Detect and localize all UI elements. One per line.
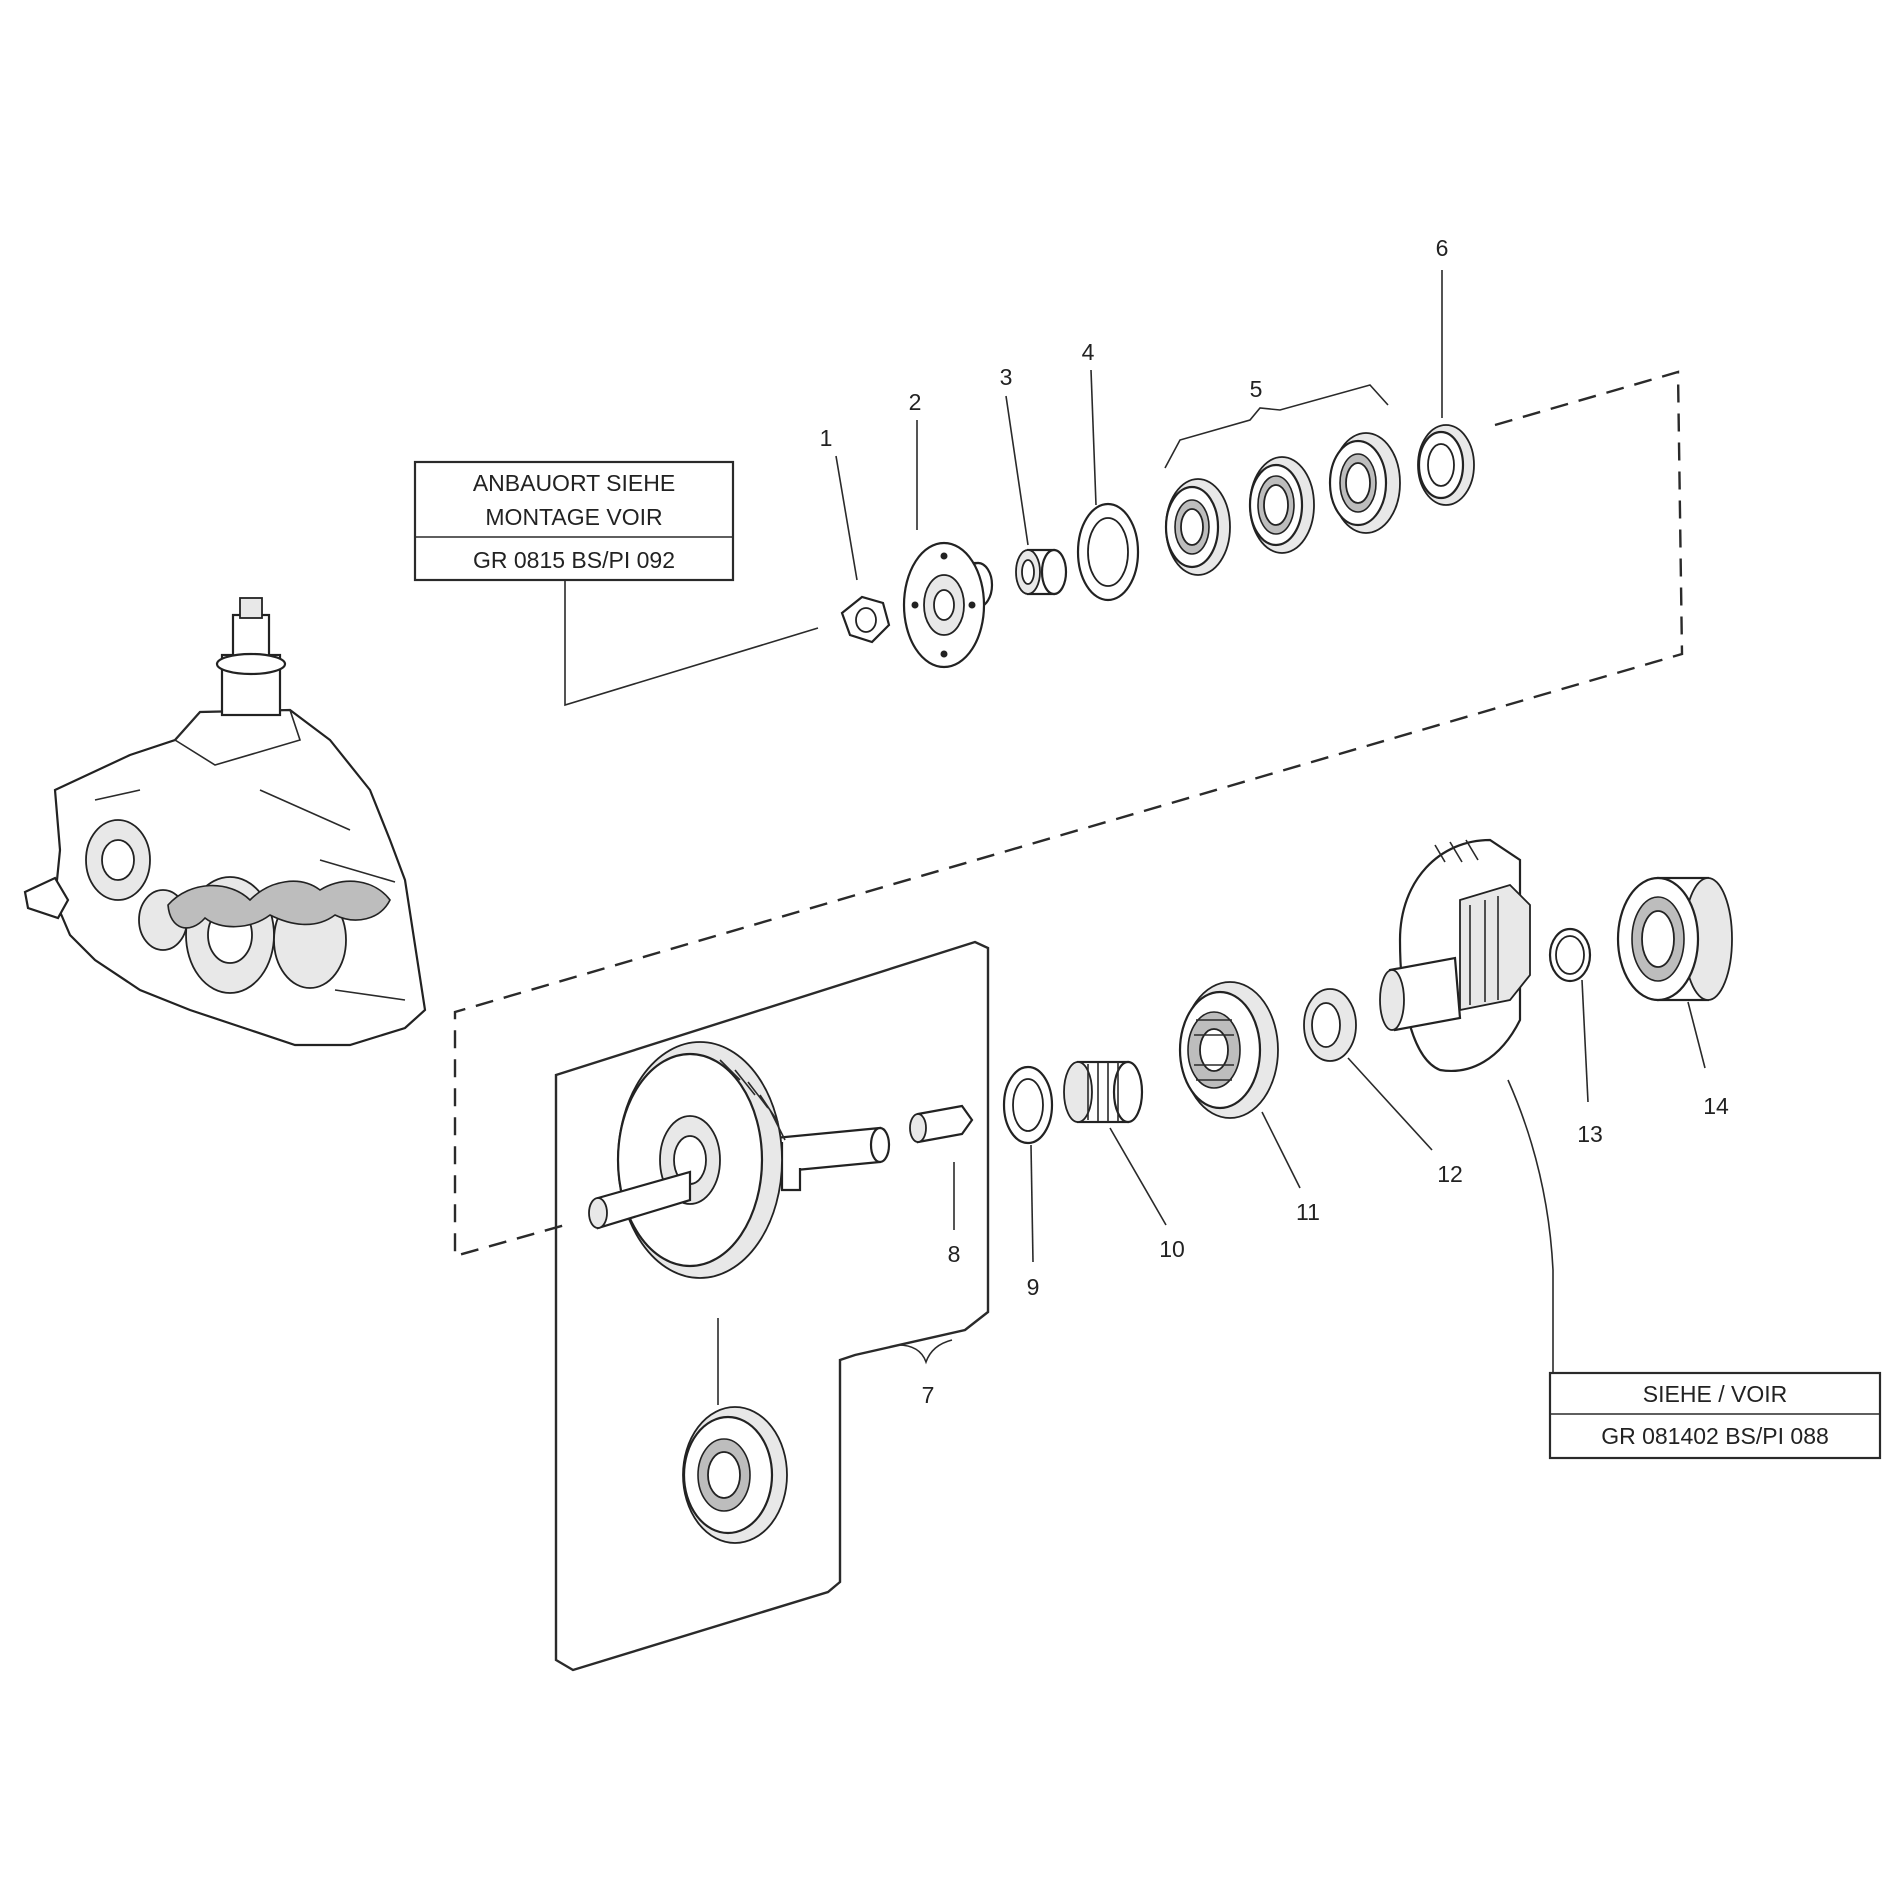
part-5-bearing-a — [1164, 478, 1231, 576]
part-label-11: 11 — [1296, 1199, 1320, 1225]
part-7-group-outline — [554, 940, 990, 1672]
part-4-washer — [1076, 502, 1140, 602]
part-1-nut — [840, 595, 891, 644]
reference-box-top-line3: GR 0815 BS/PI 092 — [473, 547, 675, 573]
part-11-synchronizer — [1178, 981, 1279, 1119]
part-label-2: 2 — [909, 389, 922, 415]
part-label-6: 6 — [1436, 235, 1449, 261]
reference-leader-bottom — [1507, 1079, 1554, 1373]
part-14-bearing — [1616, 876, 1733, 1002]
reference-box-top-line1: ANBAUORT SIEHE — [473, 470, 675, 496]
reference-box-top: ANBAUORT SIEHE MONTAGE VOIR GR 0815 BS/P… — [413, 460, 735, 582]
part-label-13: 13 — [1577, 1121, 1603, 1147]
part-label-14: 14 — [1703, 1093, 1729, 1119]
part-label-10: 10 — [1159, 1236, 1185, 1262]
assembly-outline-dashed — [453, 370, 1684, 1258]
part-13-snap-ring — [1548, 927, 1592, 983]
part-label-1: 1 — [820, 425, 833, 451]
gearbox-housing-illustration — [23, 597, 427, 1047]
part-9-ring — [1002, 1065, 1054, 1145]
part-label-7: 7 — [922, 1382, 935, 1408]
part-12-washer — [1303, 988, 1357, 1062]
part-label-5: 5 — [1250, 376, 1263, 402]
reference-box-bottom-line2: GR 081402 BS/PI 088 — [1601, 1423, 1829, 1449]
part-5-bearing-set — [1164, 432, 1401, 576]
part-7-sub-gear — [682, 1406, 788, 1544]
part-label-8: 8 — [948, 1241, 961, 1267]
part-label-12: 12 — [1437, 1161, 1463, 1187]
part-10-needle-cage — [1063, 1060, 1144, 1124]
part-6-seal-ring — [1417, 424, 1475, 506]
reference-leader-top — [564, 580, 819, 707]
reference-box-bottom: SIEHE / VOIR GR 081402 BS/PI 088 — [1548, 1371, 1882, 1460]
part-label-3: 3 — [1000, 364, 1013, 390]
part-label-9: 9 — [1027, 1274, 1040, 1300]
part-7-gear-shaft — [588, 1041, 891, 1279]
leader-lines — [835, 270, 1706, 1263]
part-7-bracket — [897, 1339, 953, 1365]
part-label-4: 4 — [1082, 339, 1095, 365]
reference-box-top-line2: MONTAGE VOIR — [485, 504, 662, 530]
part-2-flange — [902, 541, 994, 669]
part-8-pin — [909, 1104, 974, 1144]
part-5-bearing-c — [1328, 432, 1401, 534]
gear-assembly-reference — [1379, 838, 1531, 1072]
part-5-bearing-b — [1248, 456, 1315, 554]
part-3-bushing — [1015, 548, 1068, 596]
reference-box-bottom-line1: SIEHE / VOIR — [1643, 1381, 1787, 1407]
